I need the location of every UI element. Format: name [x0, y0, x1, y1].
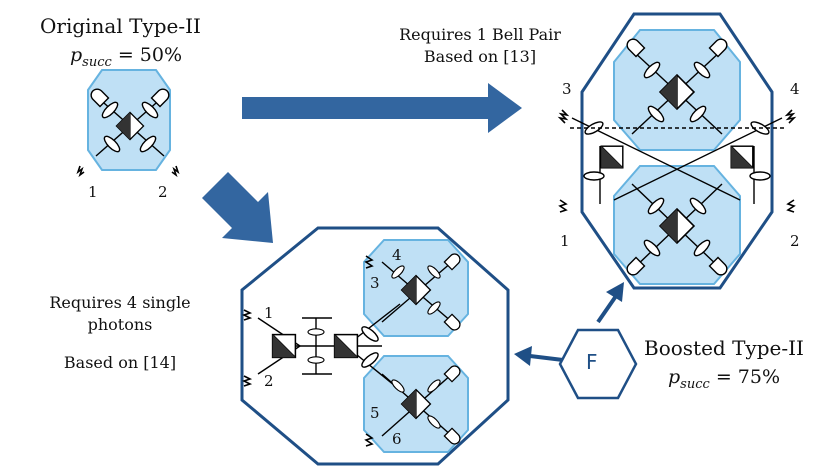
single-port-6: 6 — [392, 430, 402, 448]
single-port-4: 4 — [392, 246, 402, 264]
original-module — [76, 69, 180, 178]
single-port-1: 1 — [264, 304, 274, 322]
bell-pair-note-line1: Requires 1 Bell Pair — [399, 25, 561, 44]
hexagon-label: F — [586, 350, 598, 374]
arrow-hex-to-bell — [596, 282, 624, 324]
boosted-psucc: psucc = 75% — [668, 366, 780, 392]
original-port-1: 1 — [88, 183, 98, 201]
original-psucc-sub: succ — [82, 54, 112, 70]
single-photon-note-line2: photons — [87, 315, 153, 334]
bell-pair-module — [557, 12, 797, 290]
bell-port-2: 2 — [790, 232, 800, 250]
single-port-2: 2 — [264, 372, 274, 390]
bell-port-4: 4 — [790, 80, 800, 98]
single-photon-note-line1: Requires 4 single — [49, 293, 191, 312]
arrow-to-single-photons — [202, 172, 273, 243]
single-photon-ref: Based on [14] — [63, 353, 177, 372]
arrow-hex-to-single — [514, 346, 564, 366]
single-port-3: 3 — [370, 274, 380, 292]
feed-forward-hexagon — [558, 328, 638, 400]
single-photon-module — [240, 226, 510, 466]
original-psucc-symbol: p — [70, 44, 83, 66]
arrow-to-bell-pair — [242, 83, 522, 133]
boosted-psucc-sub: succ — [680, 376, 710, 392]
bell-port-3: 3 — [562, 80, 572, 98]
bell-pair-note-line2: Based on [13] — [423, 47, 537, 66]
boosted-psucc-value: = 75% — [715, 366, 781, 388]
boosted-psucc-symbol: p — [668, 366, 681, 388]
original-psucc-value: = 50% — [117, 44, 183, 66]
original-psucc: psucc = 50% — [70, 44, 182, 70]
bell-port-1: 1 — [560, 232, 570, 250]
single-port-5: 5 — [370, 404, 380, 422]
bell-pair-note: Requires 1 Bell Pair Based on [13] — [370, 24, 590, 68]
original-title: Original Type-II — [40, 14, 201, 38]
single-photon-note: Requires 4 single photons — [30, 292, 210, 336]
boosted-title: Boosted Type-II — [644, 336, 804, 360]
original-port-2: 2 — [158, 183, 168, 201]
